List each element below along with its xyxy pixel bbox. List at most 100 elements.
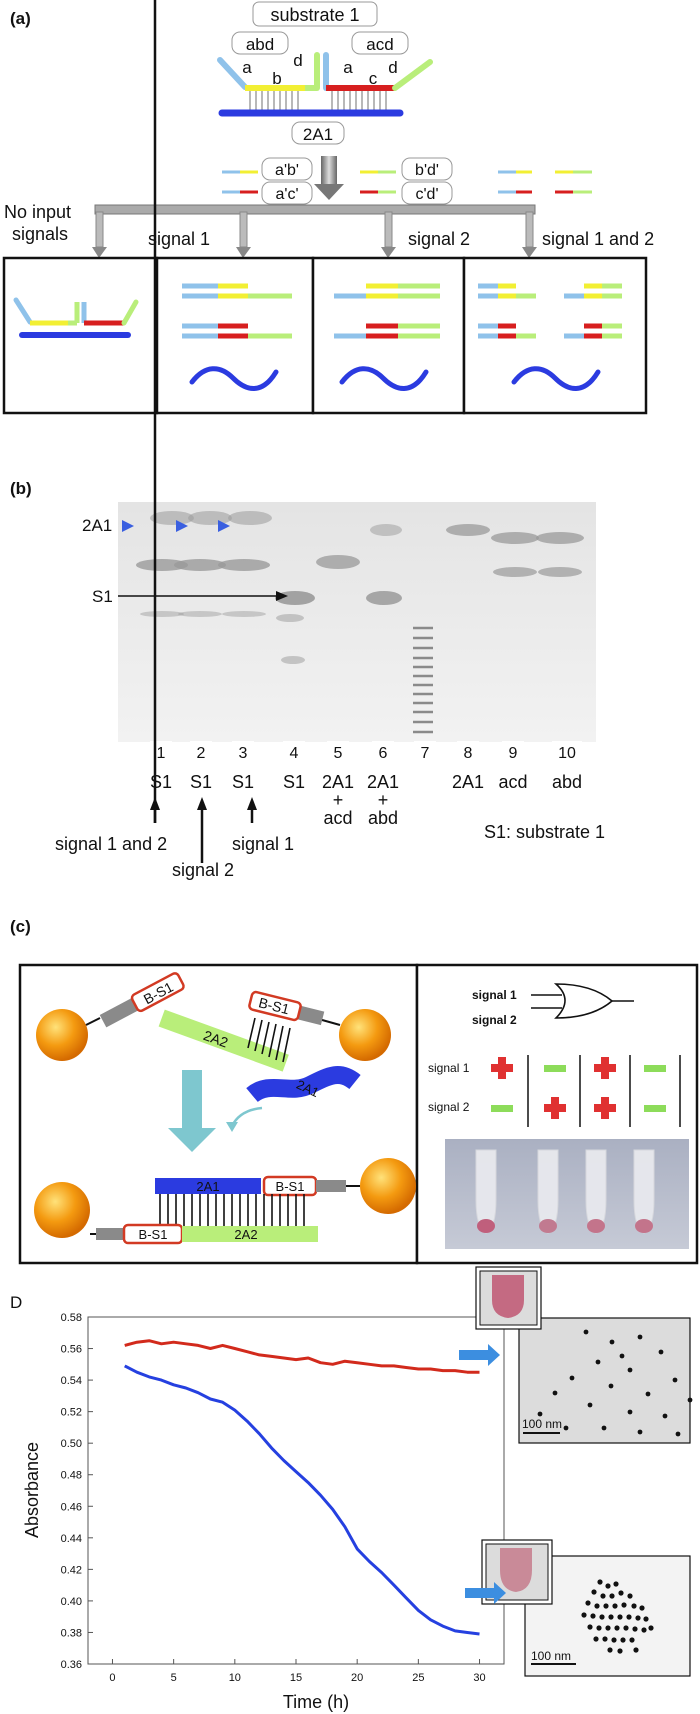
lane-3-sample: S1 bbox=[232, 772, 254, 792]
bs1-strand-top-right: B-S1 bbox=[248, 990, 325, 1026]
lane-8-sample: 2A1 bbox=[452, 772, 484, 792]
lane-6-sample-line2: + bbox=[378, 790, 389, 810]
process-arrow bbox=[168, 1070, 216, 1152]
lane-6-sample-line1: 2A1 bbox=[367, 772, 399, 792]
no-input-label-line1: No input bbox=[4, 202, 71, 222]
y-tick-label: 0.52 bbox=[61, 1407, 82, 1419]
lane-10-sample: abd bbox=[552, 772, 582, 792]
band-2a1-markers bbox=[122, 520, 230, 532]
lane-4-sample: S1 bbox=[283, 772, 305, 792]
gate-input-1-label: signal 1 bbox=[472, 988, 517, 1002]
inset-top-arrow bbox=[459, 1344, 500, 1366]
result-no-input-complex bbox=[13, 297, 139, 338]
sig-ab-box bbox=[261, 157, 313, 181]
signal-strand-icons bbox=[222, 170, 592, 194]
gel-bands bbox=[136, 511, 584, 664]
x-tick-label: 20 bbox=[351, 1672, 363, 1684]
lane-1: 1 bbox=[157, 745, 166, 762]
bs1-label-assembled-left: B-S1 bbox=[139, 1227, 168, 1242]
distribution-arrows bbox=[92, 156, 537, 258]
s1-pointer-head bbox=[276, 591, 288, 601]
sig-cd-label: c'd' bbox=[415, 186, 438, 203]
band-s1-label: S1 bbox=[92, 587, 113, 606]
hybridization-ticks-top bbox=[247, 1017, 291, 1063]
lane-5-sample-line1: 2A1 bbox=[322, 772, 354, 792]
gel-ladder bbox=[413, 626, 433, 734]
lane-number-labels: 1 2 3 4 5 6 7 8 9 10 bbox=[150, 741, 582, 763]
panel-a: (a) substrate 1 abd acd a b d a c d bbox=[2, 1, 654, 415]
small-curved-arrow-head bbox=[226, 1122, 238, 1132]
y-tick-label: 0.46 bbox=[61, 1501, 82, 1513]
arrow-label-signal-1: signal 1 bbox=[232, 834, 294, 854]
inset-top: 100 nm bbox=[459, 1266, 693, 1444]
arrow-label-signal-1-and-2: signal 1 and 2 bbox=[55, 834, 167, 854]
lane-5-sample-line3: acd bbox=[323, 808, 352, 828]
lane-9-sample: acd bbox=[498, 772, 527, 792]
result-signal2-duplexes bbox=[334, 283, 440, 391]
sig-bd-label: b'd' bbox=[415, 162, 439, 179]
inset-bottom-arrow bbox=[465, 1582, 506, 1604]
y-tick-label: 0.44 bbox=[61, 1533, 82, 1545]
lane-7: 7 bbox=[421, 745, 430, 762]
panel-d-label: D bbox=[10, 1293, 22, 1312]
substrate-label-box bbox=[252, 1, 378, 27]
plus-sign-icon bbox=[551, 1097, 559, 1119]
signal-1-label: signal 1 bbox=[148, 229, 210, 249]
y-tick-label: 0.38 bbox=[61, 1627, 82, 1639]
lane-9: 9 bbox=[509, 745, 518, 762]
panel-a-label: (a) bbox=[10, 9, 31, 28]
seg-b: b bbox=[272, 69, 281, 88]
2a1-strand-free bbox=[246, 1066, 361, 1103]
sig-cd-box bbox=[401, 181, 453, 205]
x-tick-label: 0 bbox=[109, 1672, 115, 1684]
chart-axes: 0.360.380.400.420.440.460.480.500.520.54… bbox=[61, 1312, 486, 1684]
seg-d-right: d bbox=[388, 58, 397, 77]
inset-bottom: 100 nm bbox=[465, 1539, 691, 1677]
result-signal12-duplexes bbox=[478, 283, 622, 391]
lane-8: 8 bbox=[464, 745, 473, 762]
gold-nanoparticle-bottom-left bbox=[34, 1182, 90, 1238]
plus-sign-icon bbox=[498, 1057, 506, 1079]
strand-acd-label: acd bbox=[366, 35, 393, 54]
seg-c: c bbox=[369, 69, 378, 88]
chart-x-axis-title: Time (h) bbox=[283, 1692, 349, 1712]
signal-2-label: signal 2 bbox=[408, 229, 470, 249]
y-tick-label: 0.48 bbox=[61, 1470, 82, 1482]
minus-sign-icon bbox=[644, 1105, 666, 1112]
sig-bd-box bbox=[401, 157, 453, 181]
sig-ac-label: a'c' bbox=[275, 186, 298, 203]
substrate-label: substrate 1 bbox=[270, 5, 359, 25]
panel-b-label: (b) bbox=[10, 479, 32, 498]
lane-3: 3 bbox=[239, 745, 248, 762]
y-tick-label: 0.54 bbox=[61, 1375, 82, 1387]
gold-nanoparticle-top-right bbox=[339, 1009, 391, 1061]
nanoparticles-dispersed bbox=[537, 1329, 693, 1437]
chart-series bbox=[124, 1339, 480, 1636]
y-tick-label: 0.50 bbox=[61, 1438, 82, 1450]
lane-6-sample-line3: abd bbox=[368, 808, 398, 828]
truth-table-cells bbox=[491, 1057, 666, 1119]
strand-acd-box bbox=[351, 31, 409, 55]
lane-sample-labels: S1 S1 S1 S1 2A1 + acd 2A1 + abd 2A1 acd … bbox=[150, 772, 582, 828]
seg-a-right: a bbox=[343, 58, 353, 77]
x-tick-label: 30 bbox=[473, 1672, 485, 1684]
sig-ab-label: a'b' bbox=[275, 162, 299, 179]
y-tick-label: 0.42 bbox=[61, 1564, 82, 1576]
lane-2: 2 bbox=[197, 745, 206, 762]
lane-1-sample: S1 bbox=[150, 772, 172, 792]
or-gate bbox=[531, 983, 634, 1019]
panel-b: (b) bbox=[10, 0, 605, 880]
lane-2-sample: S1 bbox=[190, 772, 212, 792]
result-boxes bbox=[2, 256, 648, 415]
lane-6: 6 bbox=[379, 745, 388, 762]
lane-10: 10 bbox=[558, 745, 576, 762]
gold-nanoparticle-top-left bbox=[36, 1009, 88, 1061]
gate-input-2-label: signal 2 bbox=[472, 1013, 517, 1027]
truth-row-2-label: signal 2 bbox=[428, 1100, 470, 1114]
lane-5: 5 bbox=[334, 745, 343, 762]
series-line-2 bbox=[124, 1364, 480, 1636]
nanoparticles-aggregated bbox=[581, 1579, 654, 1654]
x-tick-label: 15 bbox=[290, 1672, 302, 1684]
gold-nanoparticle-bottom-right bbox=[360, 1158, 416, 1214]
sig-ac-box bbox=[261, 181, 313, 205]
